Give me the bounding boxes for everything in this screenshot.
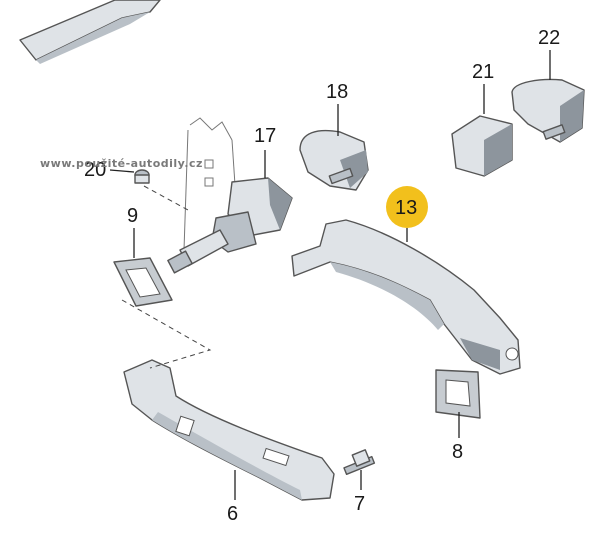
callout-18: 18 [326,81,348,103]
part-22-handle-cover [511,78,585,143]
callout-13: 13 [395,197,417,219]
part-21-cap [451,115,513,177]
part-13-door-handle [291,219,521,375]
part-7-screw [343,449,376,476]
key-blade-part [19,0,161,64]
callout-leader-lines [109,50,551,500]
callout-22: 22 [538,27,560,49]
watermark-text: www.použité-autodily.cz [40,157,203,170]
callout-9: 9 [127,205,138,227]
callout-8: 8 [452,441,463,463]
part-18-handle-cap [299,129,369,191]
callout-6: 6 [227,503,238,525]
door-panel-sketch [183,117,237,251]
part-20-bolt [134,169,150,184]
callout-7: 7 [354,493,365,515]
part-6-carrier-bracket [123,359,335,501]
part-9-gasket [113,257,173,307]
part-8-gasket [435,369,481,419]
part-17-lock-cylinder [167,177,293,274]
assembly-dashed-lines [121,185,212,369]
callout-17: 17 [254,125,276,147]
callout-20: 20 [84,159,106,181]
part-13-highlight-badge [386,186,428,228]
callout-21: 21 [472,61,494,83]
